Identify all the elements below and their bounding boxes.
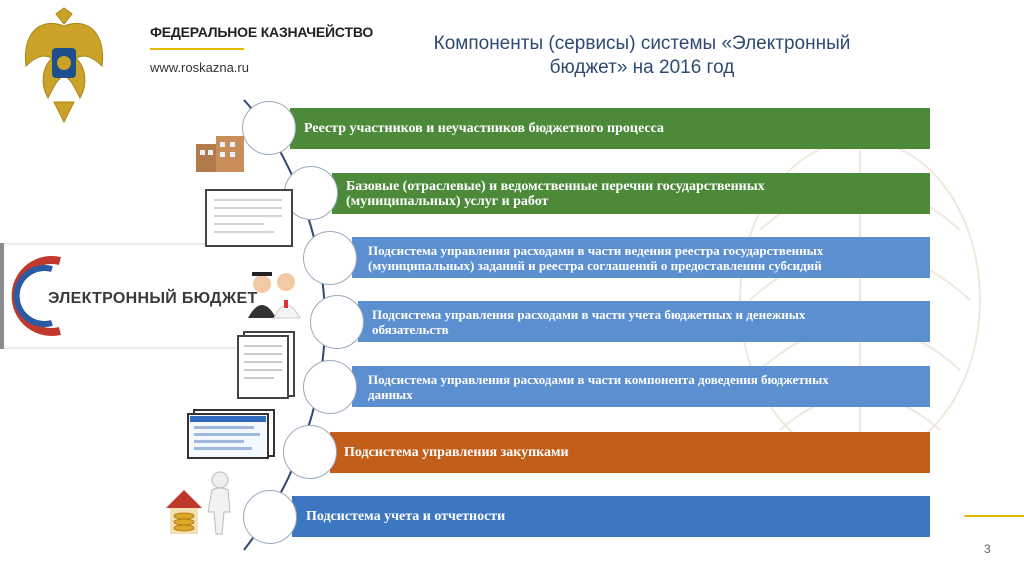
org-url[interactable]: www.roskazna.ru	[150, 60, 249, 75]
component-1-label: Реестр участников и неучастников бюджетн…	[304, 121, 664, 136]
graduate-nurse-icon	[248, 272, 301, 319]
component-bar-3[interactable]: Подсистема управления расходами в части …	[352, 237, 930, 278]
brand-text: ЭЛЕКТРОННЫЙ БЮДЖЕТ	[48, 290, 258, 307]
buildings-icon	[196, 136, 244, 172]
document-icon	[205, 189, 293, 247]
component-bar-2[interactable]: Базовые (отраслевые) и ведомственные пер…	[332, 173, 930, 214]
brand-box	[0, 243, 236, 349]
component-4-line1: Подсистема управления расходами в части …	[372, 306, 806, 322]
step-circle-7	[243, 490, 297, 544]
title-line-2: бюджет» на 2016 год	[549, 57, 735, 78]
component-bar-1[interactable]: Реестр участников и неучастников бюджетн…	[290, 108, 930, 149]
component-2-line1: Базовые (отраслевые) и ведомственные пер…	[346, 178, 765, 194]
emblem-icon	[24, 7, 104, 124]
component-6-label: Подсистема управления закупками	[344, 445, 569, 460]
component-7-label: Подсистема учета и отчетности	[306, 509, 506, 524]
component-5-line2: данных	[368, 386, 413, 402]
org-underline	[150, 48, 244, 50]
step-circle-5	[303, 360, 357, 414]
step-circle-3	[303, 231, 357, 285]
org-name: ФЕДЕРАЛЬНОЕ КАЗНАЧЕЙСТВО	[150, 24, 374, 40]
slide-title: Компоненты (сервисы) системы «Электронны…	[362, 32, 922, 80]
component-3-line1: Подсистема управления расходами в части …	[368, 242, 824, 258]
document-stack-icon	[237, 331, 295, 399]
component-bar-5[interactable]: Подсистема управления расходами в части …	[352, 366, 930, 407]
page-number: 3	[984, 542, 991, 556]
screenshot-icon	[187, 409, 275, 459]
person-house-coins-icon	[166, 471, 231, 535]
component-2-line2: (муниципальных) услуг и работ	[346, 193, 549, 209]
component-5-line1: Подсистема управления расходами в части …	[368, 371, 829, 387]
title-line-1: Компоненты (сервисы) системы «Электронны…	[433, 33, 851, 54]
step-circle-6	[283, 425, 337, 479]
component-3-line2: (муниципальных) заданий и реестра соглаш…	[368, 257, 822, 273]
step-circle-1	[242, 101, 296, 155]
component-bar-7[interactable]: Подсистема учета и отчетности	[292, 496, 930, 537]
step-circle-4	[310, 295, 364, 349]
component-bar-4[interactable]: Подсистема управления расходами в части …	[358, 301, 930, 342]
footer-rule	[964, 515, 1024, 517]
component-bar-6[interactable]: Подсистема управления закупками	[330, 432, 930, 473]
component-4-line2: обязательств	[372, 321, 449, 337]
